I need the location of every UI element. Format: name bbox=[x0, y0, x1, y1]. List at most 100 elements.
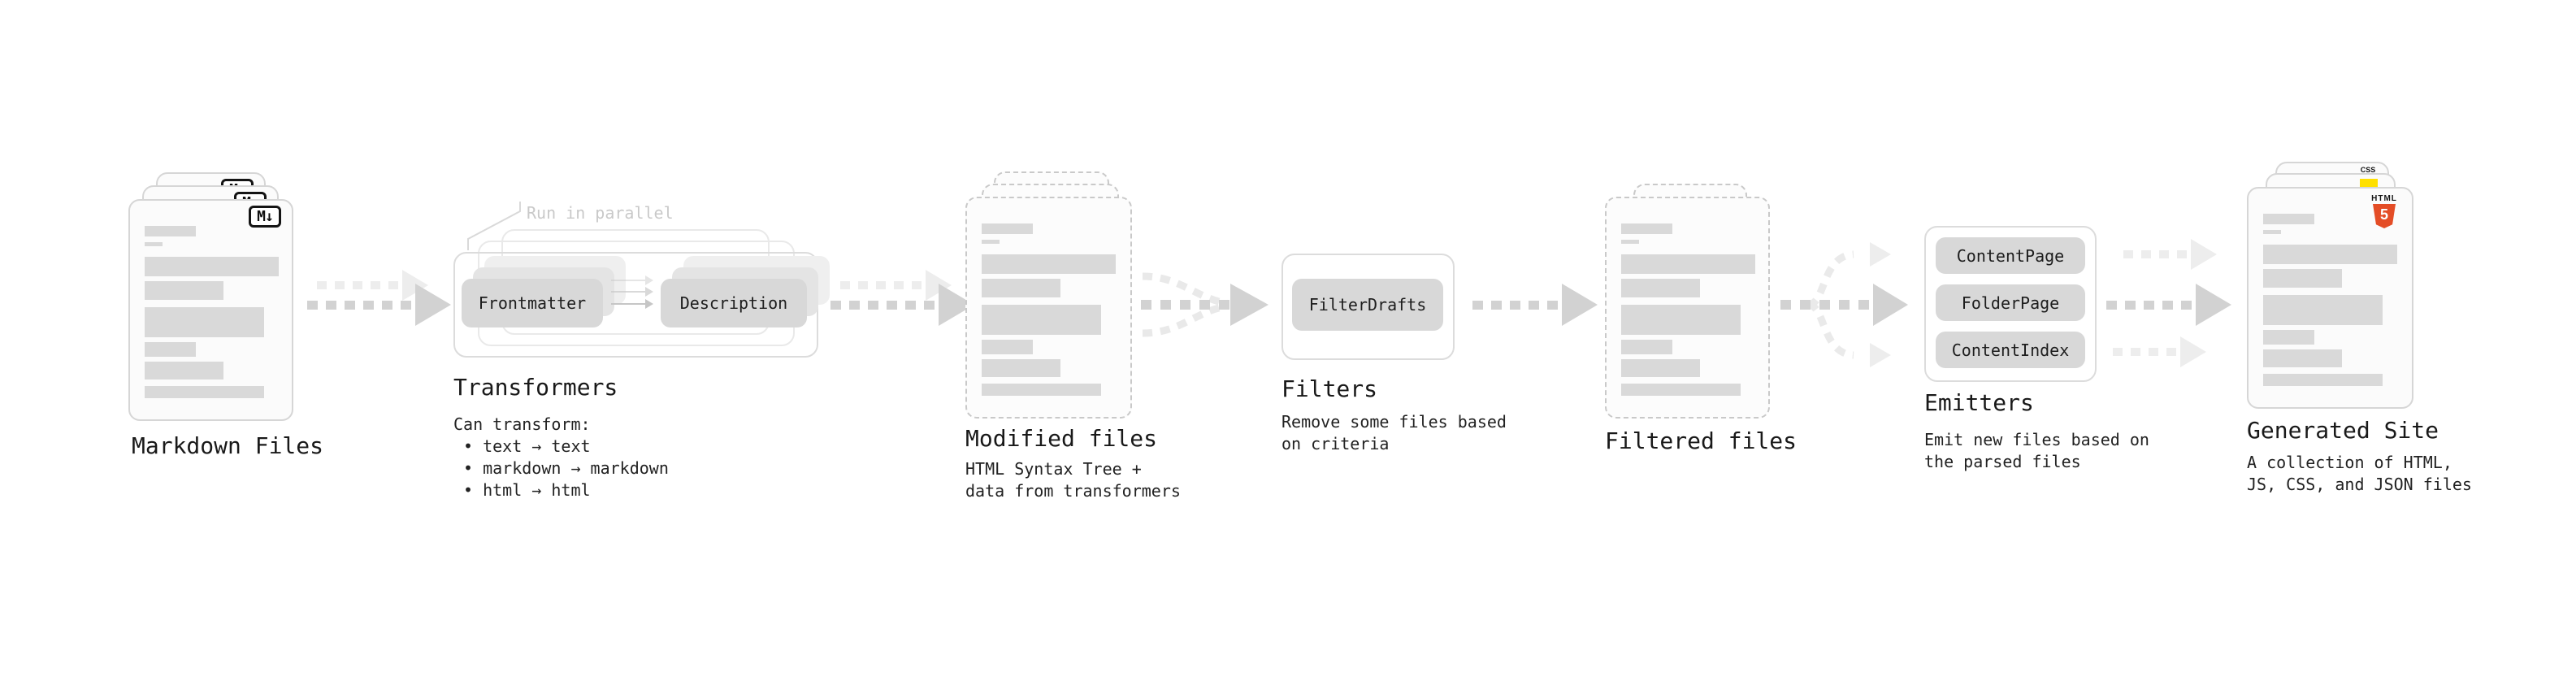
annotation-leader-line bbox=[467, 202, 521, 250]
document-placeholder-lines bbox=[1621, 223, 1755, 396]
transformer-pill-frontmatter: Frontmatter bbox=[462, 279, 603, 327]
text-line-placeholder bbox=[2263, 349, 2342, 367]
transform-bullet: • markdown → markdown bbox=[463, 458, 669, 478]
arrow-dash bbox=[1529, 300, 1539, 310]
arrow-dash bbox=[2125, 300, 2136, 310]
text-line-placeholder bbox=[1621, 254, 1755, 274]
arrow-dash bbox=[1491, 300, 1502, 310]
text-line-placeholder bbox=[2263, 374, 2383, 386]
arrow-dash bbox=[2113, 348, 2123, 356]
emitter-pill-contentindex: ContentIndex bbox=[1936, 332, 2085, 368]
arrow-dash bbox=[2141, 250, 2151, 258]
text-line-placeholder bbox=[2263, 230, 2281, 234]
arrow-dash bbox=[363, 300, 374, 310]
arrow-dash bbox=[849, 300, 860, 310]
arrow-dash bbox=[876, 281, 886, 289]
text-line-placeholder bbox=[982, 240, 1000, 244]
flow-arrow bbox=[830, 284, 974, 326]
split-arrow bbox=[1780, 242, 1908, 367]
text-line-placeholder bbox=[982, 223, 1033, 234]
markdown-icon: M↓ bbox=[249, 206, 281, 228]
html5-icon-numeral: 5 bbox=[2379, 206, 2388, 223]
html5-icon-shield: 5 bbox=[2373, 204, 2396, 228]
arrow-dash bbox=[335, 281, 345, 289]
run-in-parallel-label: Run in parallel bbox=[527, 203, 674, 223]
flow-arrow bbox=[1472, 284, 1598, 326]
stage-title-filtered-files: Filtered files bbox=[1605, 427, 1798, 454]
text-line-placeholder bbox=[1621, 223, 1672, 234]
transformer-pill-description: Description bbox=[661, 279, 807, 327]
arrow-dash bbox=[1510, 300, 1520, 310]
text-line-placeholder bbox=[1621, 305, 1741, 335]
modified-files-description: HTML Syntax Tree + data from transformer… bbox=[965, 459, 1181, 501]
arrow-dash bbox=[2106, 300, 2117, 310]
arrow-dash bbox=[353, 281, 362, 289]
arrow-dash bbox=[382, 300, 392, 310]
html5-icon: HTML 5 bbox=[2366, 195, 2402, 228]
arrow-dash bbox=[2144, 300, 2154, 310]
arrow-dash bbox=[2159, 250, 2169, 258]
text-line-placeholder bbox=[1621, 359, 1700, 377]
filters-box bbox=[1281, 254, 1455, 360]
parallel-arrow-icon bbox=[611, 275, 653, 285]
emitters-box bbox=[1924, 226, 2097, 382]
filter-pill-filterdrafts: FilterDrafts bbox=[1292, 279, 1443, 331]
arrow-dash bbox=[401, 300, 411, 310]
text-line-placeholder bbox=[982, 305, 1101, 335]
emitter-pill-contentpage: ContentPage bbox=[1936, 237, 2085, 274]
text-line-placeholder bbox=[982, 279, 1060, 297]
css-icon-label: CSS bbox=[2360, 166, 2376, 174]
arrow-dash bbox=[868, 300, 878, 310]
document-placeholder-lines bbox=[2263, 214, 2397, 386]
text-line-placeholder bbox=[1621, 240, 1639, 244]
generated-site-description: A collection of HTML, JS, CSS, and JSON … bbox=[2247, 453, 2472, 494]
arrow-dash bbox=[924, 300, 935, 310]
arrow-dash bbox=[2149, 348, 2158, 356]
transformers-description: Can transform: bbox=[453, 414, 591, 434]
markdown-icon-label: M↓ bbox=[257, 208, 274, 225]
arrow-dash bbox=[2123, 250, 2133, 258]
text-line-placeholder bbox=[145, 307, 264, 337]
arrow-dash bbox=[2166, 348, 2176, 356]
text-line-placeholder bbox=[982, 359, 1060, 377]
arrow-dash bbox=[1547, 300, 1558, 310]
text-line-placeholder bbox=[145, 242, 163, 246]
arrow-dash bbox=[388, 281, 398, 289]
file-card: HTML 5 bbox=[2247, 187, 2413, 409]
arrow-dash bbox=[2181, 300, 2192, 310]
document-placeholder-lines bbox=[982, 223, 1116, 396]
arrow-dash bbox=[887, 300, 897, 310]
transform-bullet: • text → text bbox=[463, 436, 591, 456]
text-line-placeholder bbox=[982, 254, 1116, 274]
stage-title-generated-site: Generated Site bbox=[2247, 417, 2439, 444]
filters-description: Remove some files based on criteria bbox=[1281, 412, 1507, 453]
transform-bullet: • html → html bbox=[463, 480, 591, 500]
text-line-placeholder bbox=[145, 257, 279, 276]
parallel-arrow-icon bbox=[611, 287, 653, 297]
document-placeholder-lines bbox=[145, 226, 279, 398]
arrow-dash bbox=[371, 281, 380, 289]
parallel-arrow-icon bbox=[611, 299, 653, 309]
flow-arrow bbox=[307, 284, 451, 326]
arrow-dash bbox=[2177, 250, 2187, 258]
arrow-dash bbox=[2162, 300, 2173, 310]
file-card: M↓ bbox=[128, 199, 293, 421]
arrow-dash bbox=[2131, 348, 2140, 356]
arrow-dash bbox=[345, 300, 355, 310]
html5-icon-wordmark: HTML bbox=[2371, 194, 2397, 203]
text-line-placeholder bbox=[1621, 340, 1672, 354]
arrow-dash bbox=[894, 281, 904, 289]
text-line-placeholder bbox=[2263, 214, 2314, 224]
arrow-dash bbox=[858, 281, 868, 289]
stage-title-markdown-files: Markdown Files bbox=[132, 432, 324, 459]
emitters-description: Emit new files based on the parsed files bbox=[1924, 430, 2149, 471]
stage-title-modified-files: Modified files bbox=[965, 425, 1158, 452]
arrow-dash bbox=[307, 300, 318, 310]
arrow-dash bbox=[1472, 300, 1483, 310]
arrow-dash bbox=[905, 300, 916, 310]
text-line-placeholder bbox=[982, 340, 1033, 354]
text-line-placeholder bbox=[145, 226, 196, 236]
js-icon bbox=[2360, 179, 2378, 189]
arrow-dash bbox=[912, 281, 922, 289]
stage-title-transformers: Transformers bbox=[453, 374, 618, 401]
